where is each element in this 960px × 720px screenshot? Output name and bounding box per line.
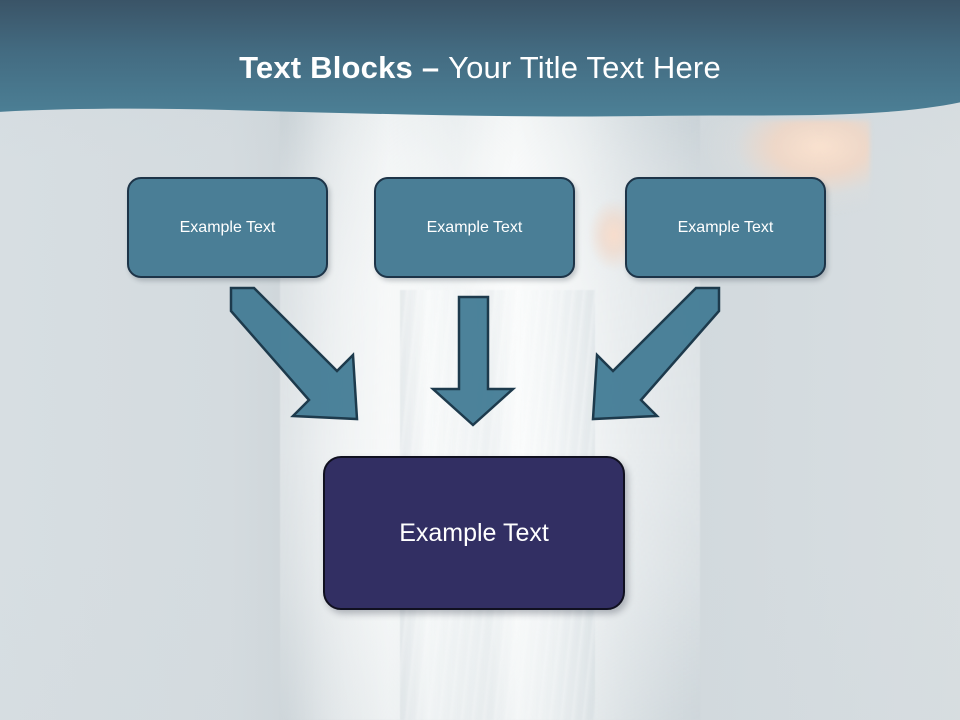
- title-banner: [0, 0, 960, 130]
- text-block-bottom-label: Example Text: [399, 518, 549, 547]
- page-title: Text Blocks – Your Title Text Here: [0, 50, 960, 86]
- text-block-top-middle[interactable]: Example Text: [374, 177, 575, 278]
- text-block-top-middle-label: Example Text: [426, 218, 523, 236]
- title-bold-part: Text Blocks: [239, 50, 413, 85]
- text-block-top-right-label: Example Text: [677, 218, 774, 236]
- text-block-top-left[interactable]: Example Text: [127, 177, 328, 278]
- text-block-bottom[interactable]: Example Text: [323, 456, 625, 610]
- text-block-top-right[interactable]: Example Text: [625, 177, 826, 278]
- text-block-top-left-label: Example Text: [179, 218, 276, 236]
- title-regular-part: Your Title Text Here: [448, 50, 721, 85]
- title-separator: –: [413, 50, 449, 85]
